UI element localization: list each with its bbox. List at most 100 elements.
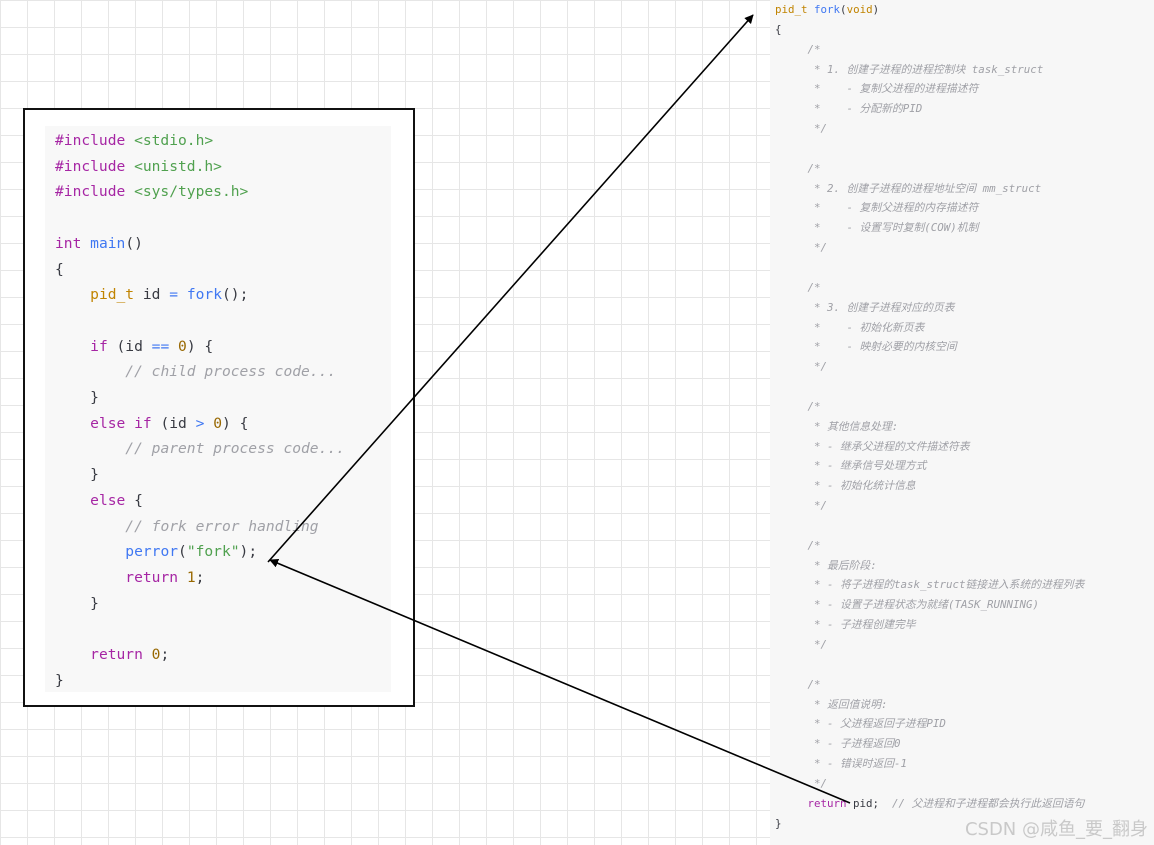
left-code-line: perror("fork"); — [55, 539, 345, 565]
code-token: () — [125, 234, 143, 252]
code-token: ); — [239, 543, 258, 561]
code-token: 1 — [186, 568, 196, 586]
code-token: { — [55, 260, 64, 278]
code-token: // fork error handling — [125, 517, 319, 535]
code-token: fork — [186, 286, 222, 304]
code-token: ) { — [222, 414, 249, 432]
code-token: * - 设置子进程状态为就绪(TASK_RUNNING) — [775, 598, 1039, 612]
code-token: pid; — [846, 796, 893, 810]
right-code-line: */ — [775, 119, 1084, 139]
right-code-line: */ — [775, 357, 1084, 377]
left-code-line: } — [55, 668, 345, 694]
code-token: /* — [775, 280, 821, 294]
code-token: ; — [160, 646, 170, 664]
code-token: > — [195, 414, 205, 432]
right-code-line: * - 复制父进程的内存描述符 — [775, 198, 1084, 218]
code-token: */ — [775, 499, 828, 513]
left-code-block: #include <stdio.h>#include <unistd.h>#in… — [55, 128, 345, 693]
code-token: * - 分配新的PID — [775, 102, 923, 116]
code-token: * - 复制父进程的内存描述符 — [775, 201, 979, 215]
left-code-line: // child process code... — [55, 359, 345, 385]
code-token: // parent process code... — [125, 440, 345, 458]
left-code-line: else if (id > 0) { — [55, 411, 345, 437]
code-token: else — [90, 491, 126, 509]
code-token: * - 错误时返回-1 — [775, 757, 907, 771]
right-code-line: * - 映射必要的内核空间 — [775, 337, 1084, 357]
left-code-background — [45, 126, 391, 692]
right-code-line: */ — [775, 238, 1084, 258]
right-code-line: /* — [775, 397, 1084, 417]
code-token: } — [55, 389, 99, 407]
code-token: <unistd.h> — [134, 157, 222, 175]
right-code-line: * - 复制父进程的进程描述符 — [775, 79, 1084, 99]
right-code-line: { — [775, 20, 1084, 40]
code-token: * - 子进程创建完毕 — [775, 618, 916, 632]
code-token: // child process code... — [125, 363, 337, 381]
code-token: * - 将子进程的task_struct链接进入系统的进程列表 — [775, 578, 1085, 592]
code-token: { — [125, 491, 143, 509]
right-code-line: * - 初始化新页表 — [775, 318, 1084, 338]
code-token: * - 初始化统计信息 — [775, 479, 916, 493]
code-token: * - 复制父进程的进程描述符 — [775, 82, 979, 96]
arrow-return-to-caller — [269, 558, 851, 804]
code-token: = — [169, 286, 179, 304]
code-token: } — [55, 466, 99, 484]
code-token: */ — [775, 638, 828, 651]
code-token: 0 — [178, 337, 187, 355]
right-code-line: * 返回值说明: — [775, 695, 1084, 715]
code-token: */ — [775, 122, 828, 136]
right-code-line: */ — [775, 635, 1084, 655]
code-token: id — [134, 286, 170, 304]
right-code-line: /* — [775, 40, 1084, 60]
code-token: else if — [90, 414, 152, 432]
code-token: ) — [872, 3, 880, 16]
right-code-line: * 2. 创建子进程的进程地址空间 mm_struct — [775, 179, 1084, 199]
right-code-line: pid_t fork(void) — [775, 0, 1084, 20]
code-token: #include — [55, 183, 135, 201]
code-token: } — [775, 816, 782, 830]
right-code-line: * - 分配新的PID — [775, 99, 1084, 119]
left-code-line: // fork error handling — [55, 514, 345, 540]
right-code-line: /* — [775, 159, 1084, 179]
arrow-call-to-fork — [267, 14, 754, 563]
code-token: "fork" — [186, 543, 240, 561]
code-token: * - 继承父进程的文件描述符表 — [775, 439, 970, 453]
code-token: int — [55, 234, 91, 252]
code-token: /* — [775, 399, 821, 413]
right-code-line: * 3. 创建子进程对应的页表 — [775, 298, 1084, 318]
code-token: * 其他信息处理: — [775, 419, 899, 433]
code-token: */ — [775, 360, 828, 374]
left-code-line: int main() — [55, 231, 345, 257]
right-code-line: * 最后阶段: — [775, 556, 1084, 576]
code-token: * - 继承信号处理方式 — [775, 459, 927, 473]
code-token: 0 — [213, 414, 222, 432]
code-token: ) { — [186, 337, 214, 355]
code-token: perror — [125, 543, 179, 561]
left-code-line: else { — [55, 488, 345, 514]
right-code-line: } — [775, 814, 1084, 834]
right-code-line: * - 设置写时复制(COW)机制 — [775, 218, 1084, 238]
code-token: } — [55, 594, 99, 612]
left-code-line: if (id == 0) { — [55, 334, 345, 360]
code-token: ( — [178, 543, 187, 561]
code-token: ; — [195, 568, 205, 586]
left-code-line: return 0; — [55, 642, 345, 668]
left-code-line: } — [55, 591, 345, 617]
left-code-line: #include <unistd.h> — [55, 154, 345, 180]
code-token: ( — [840, 3, 847, 16]
left-code-line: pid_t id = fork(); — [55, 282, 345, 308]
right-code-line: * - 子进程返回0 — [775, 734, 1084, 754]
code-token: * 最后阶段: — [775, 558, 877, 572]
code-token: */ — [775, 241, 828, 255]
right-code-line: * 其他信息处理: — [775, 417, 1084, 437]
code-token: (id — [151, 414, 196, 432]
code-token: * 2. 创建子进程的进程地址空间 mm_struct — [775, 181, 1042, 195]
code-token: */ — [775, 776, 828, 790]
code-token: * - 初始化新页表 — [775, 320, 925, 334]
code-token: main — [90, 234, 126, 252]
watermark-text: CSDN @咸鱼_要_翻身 — [964, 819, 1148, 840]
code-token: /* — [775, 677, 821, 691]
code-token: <sys/types.h> — [134, 183, 249, 201]
code-token: <stdio.h> — [134, 132, 214, 149]
right-code-line: * - 初始化统计信息 — [775, 476, 1084, 496]
